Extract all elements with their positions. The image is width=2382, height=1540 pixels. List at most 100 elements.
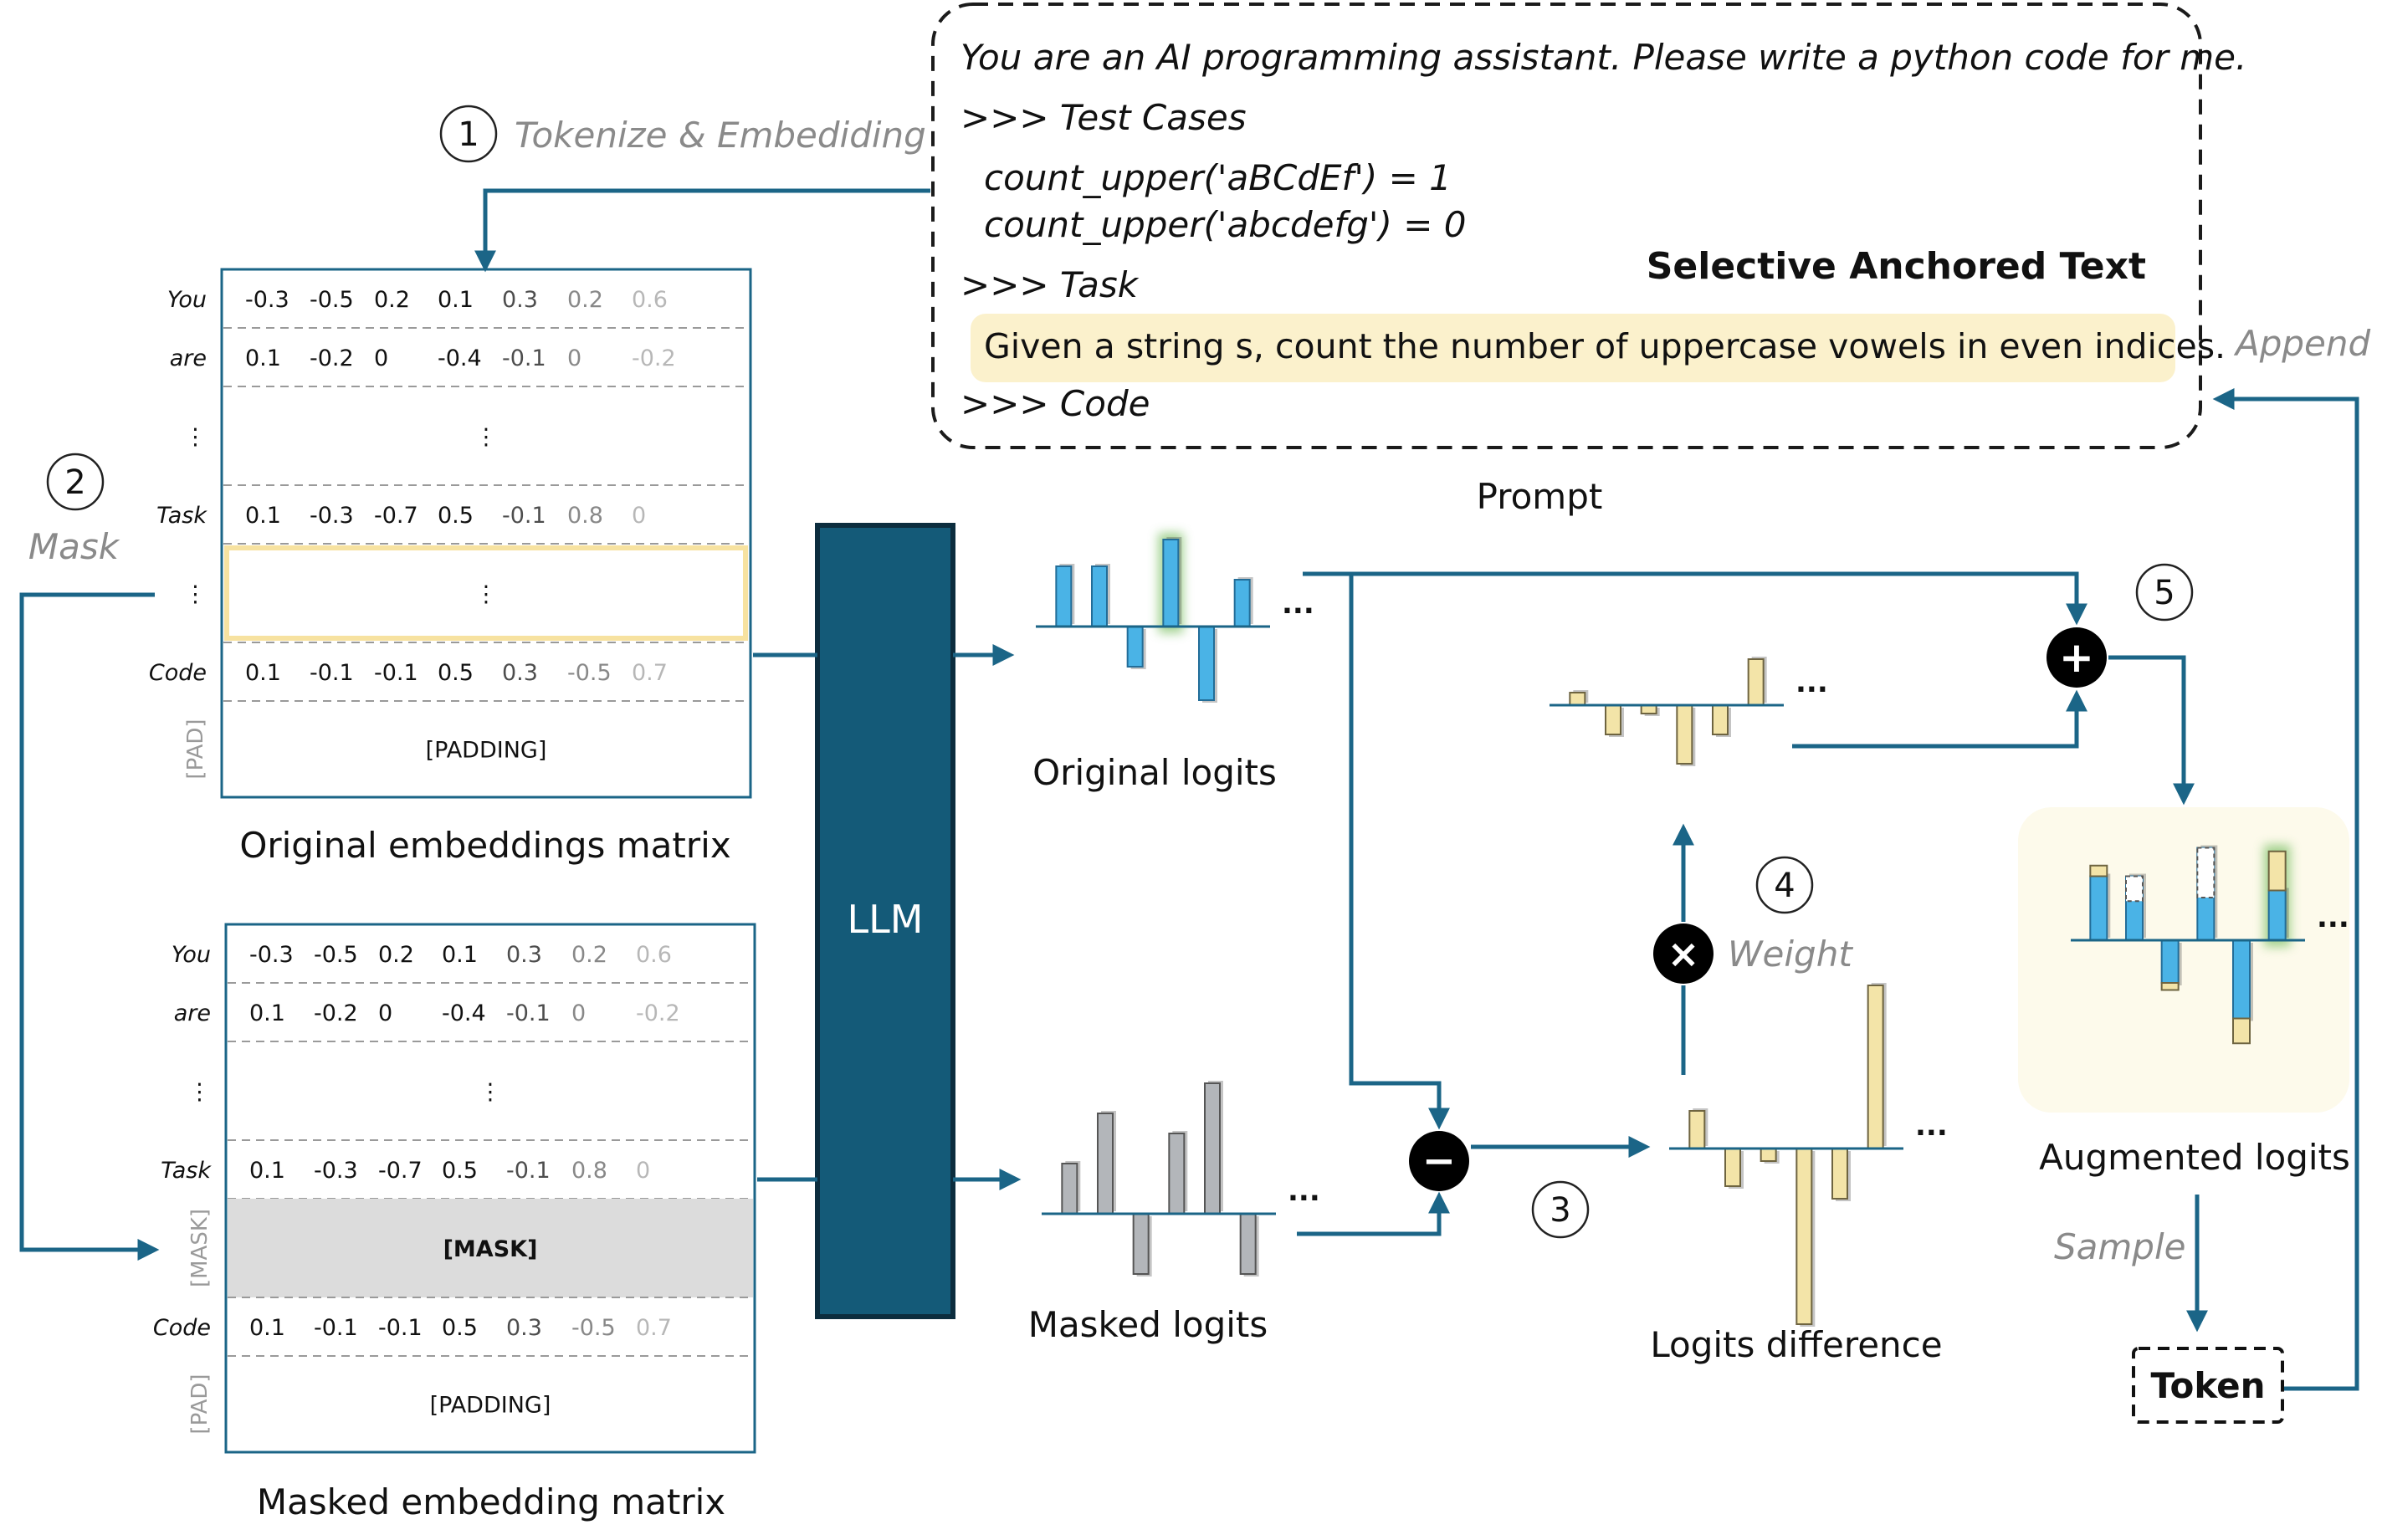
logit-bar xyxy=(1712,704,1729,735)
row-label: Code xyxy=(153,1315,211,1341)
matrix-value: -0.2 xyxy=(314,1000,358,1026)
matrix-value: -0.3 xyxy=(245,287,289,313)
augmented-base-bar xyxy=(2160,939,2180,984)
step-3-circle xyxy=(1531,1180,1590,1239)
step-3-number: 3 xyxy=(1550,1191,1570,1230)
matrix-value: -0.1 xyxy=(506,1158,551,1184)
matrix-value: 0.5 xyxy=(442,1315,478,1341)
matrix-value: -0.3 xyxy=(249,942,294,968)
matrix-value: 0.3 xyxy=(506,1315,542,1341)
logit-bar xyxy=(1198,626,1215,701)
logit-bar xyxy=(1676,704,1693,765)
augmented-delta-bar xyxy=(2160,982,2180,991)
anchored-text-highlight xyxy=(971,314,2175,382)
matrix-frame xyxy=(224,923,756,1454)
step-4: 4 Weight xyxy=(1728,856,1853,975)
weighted-difference-chart: ... xyxy=(1550,657,1828,766)
row-label: [MASK] xyxy=(187,1209,213,1287)
matrix-value: -0.7 xyxy=(378,1158,423,1184)
matrix-value: -0.5 xyxy=(310,287,354,313)
row-label: ⋮ xyxy=(184,424,207,450)
matrix-center-text: ⋮ xyxy=(475,581,498,607)
matrix-value: -0.1 xyxy=(506,1000,551,1026)
matrix-value: 0.3 xyxy=(502,287,538,313)
row-label: [PAD] xyxy=(187,1374,213,1434)
augmented-base-bar xyxy=(2267,889,2287,941)
plus-circle xyxy=(2046,627,2107,688)
matrix-value: -0.4 xyxy=(442,1000,486,1026)
anchored-text-title: Selective Anchored Text xyxy=(1647,245,2146,288)
matrix-value: 0.1 xyxy=(245,345,281,371)
augmented-delta-bar xyxy=(2232,1017,2251,1045)
row-label: Code xyxy=(149,660,207,686)
token-border xyxy=(2132,1347,2284,1424)
logit-bar xyxy=(1831,1148,1848,1200)
matrix-value: -0.4 xyxy=(438,345,482,371)
subtract-operator: − xyxy=(1409,1131,1469,1191)
matrix-value: -0.1 xyxy=(378,1315,423,1341)
logit-bar xyxy=(1747,658,1765,706)
matrix-value: 0.6 xyxy=(636,942,672,968)
matrix-value: -0.1 xyxy=(310,660,354,686)
anchored-task-text: Given a string s, count the number of up… xyxy=(984,326,2226,366)
matrix-value: -0.1 xyxy=(374,660,418,686)
row-label: are xyxy=(174,1000,211,1026)
matrix-value: 0.7 xyxy=(632,660,668,686)
matrix-value: 0.3 xyxy=(506,942,542,968)
prompt-code-header: >>> Code xyxy=(960,383,1150,424)
matrix-value: 0 xyxy=(636,1158,650,1184)
more-logits-ellipsis: ... xyxy=(2317,901,2349,934)
step-1-number: 1 xyxy=(458,115,479,154)
step-4-circle xyxy=(1755,856,1814,914)
logit-bar xyxy=(1061,1163,1078,1215)
logit-bar xyxy=(1795,1148,1813,1325)
row-label: You xyxy=(167,287,207,313)
matrix-value: 0.1 xyxy=(249,1158,285,1184)
prompt-test-case-2: count_upper('abcdefg') = 0 xyxy=(984,204,1466,245)
logit-bar xyxy=(1605,704,1621,735)
llm-label: LLM xyxy=(848,897,924,942)
matrix-value: -0.7 xyxy=(374,503,418,529)
logit-bar xyxy=(1204,1082,1221,1215)
prompt-test-case-1: count_upper('aBCdEf') = 1 xyxy=(984,157,1452,198)
matrix-value: 0 xyxy=(632,503,646,529)
sample-label: Sample xyxy=(2054,1226,2185,1267)
logit-bar xyxy=(1097,1113,1114,1215)
step-5-circle xyxy=(2135,563,2194,622)
logit-bar xyxy=(1239,1213,1257,1275)
matrix-value: 0.8 xyxy=(567,503,603,529)
flow-arrows xyxy=(19,188,2359,1391)
logit-bar xyxy=(1688,1110,1706,1149)
masked-logits-caption: Masked logits xyxy=(1028,1304,1268,1345)
matrix-value: 0 xyxy=(378,1000,392,1026)
matrix-value: -0.2 xyxy=(310,345,354,371)
matrix-value: 0.2 xyxy=(567,287,603,313)
prompt-test-cases-header: >>> Test Cases xyxy=(960,97,1247,138)
original-matrix-caption: Original embeddings matrix xyxy=(239,825,730,866)
matrix-value: -0.1 xyxy=(502,345,546,371)
matrix-value: 0.5 xyxy=(438,660,474,686)
matrix-frame xyxy=(220,268,752,799)
token-box: Token xyxy=(2132,1347,2284,1424)
mask-arrow xyxy=(19,592,160,1261)
step-3: 3 xyxy=(1531,1180,1590,1239)
augmented-delta-bar xyxy=(2089,864,2108,877)
matrix-value: -0.5 xyxy=(571,1315,616,1341)
prompt-caption: Prompt xyxy=(1477,476,1603,517)
more-logits-ellipsis: ... xyxy=(1795,666,1828,699)
step-2: 2 Mask xyxy=(28,453,120,567)
orig-logits-to-subtract xyxy=(1349,574,1450,1130)
minus-sign: − xyxy=(1422,1138,1456,1184)
matrix-value: 0.3 xyxy=(502,660,538,686)
matrix-value: -0.5 xyxy=(314,942,358,968)
mask-row-fill xyxy=(228,1199,753,1297)
add-to-augmented xyxy=(2108,655,2195,806)
matrix-value: 0.6 xyxy=(632,287,668,313)
matrix-value: 0.8 xyxy=(571,1158,607,1184)
step-2-label: Mask xyxy=(28,526,120,567)
matrix-value: -0.2 xyxy=(632,345,676,371)
matrix-value: 0.5 xyxy=(442,1158,478,1184)
more-logits-ellipsis: ... xyxy=(1288,1174,1320,1208)
